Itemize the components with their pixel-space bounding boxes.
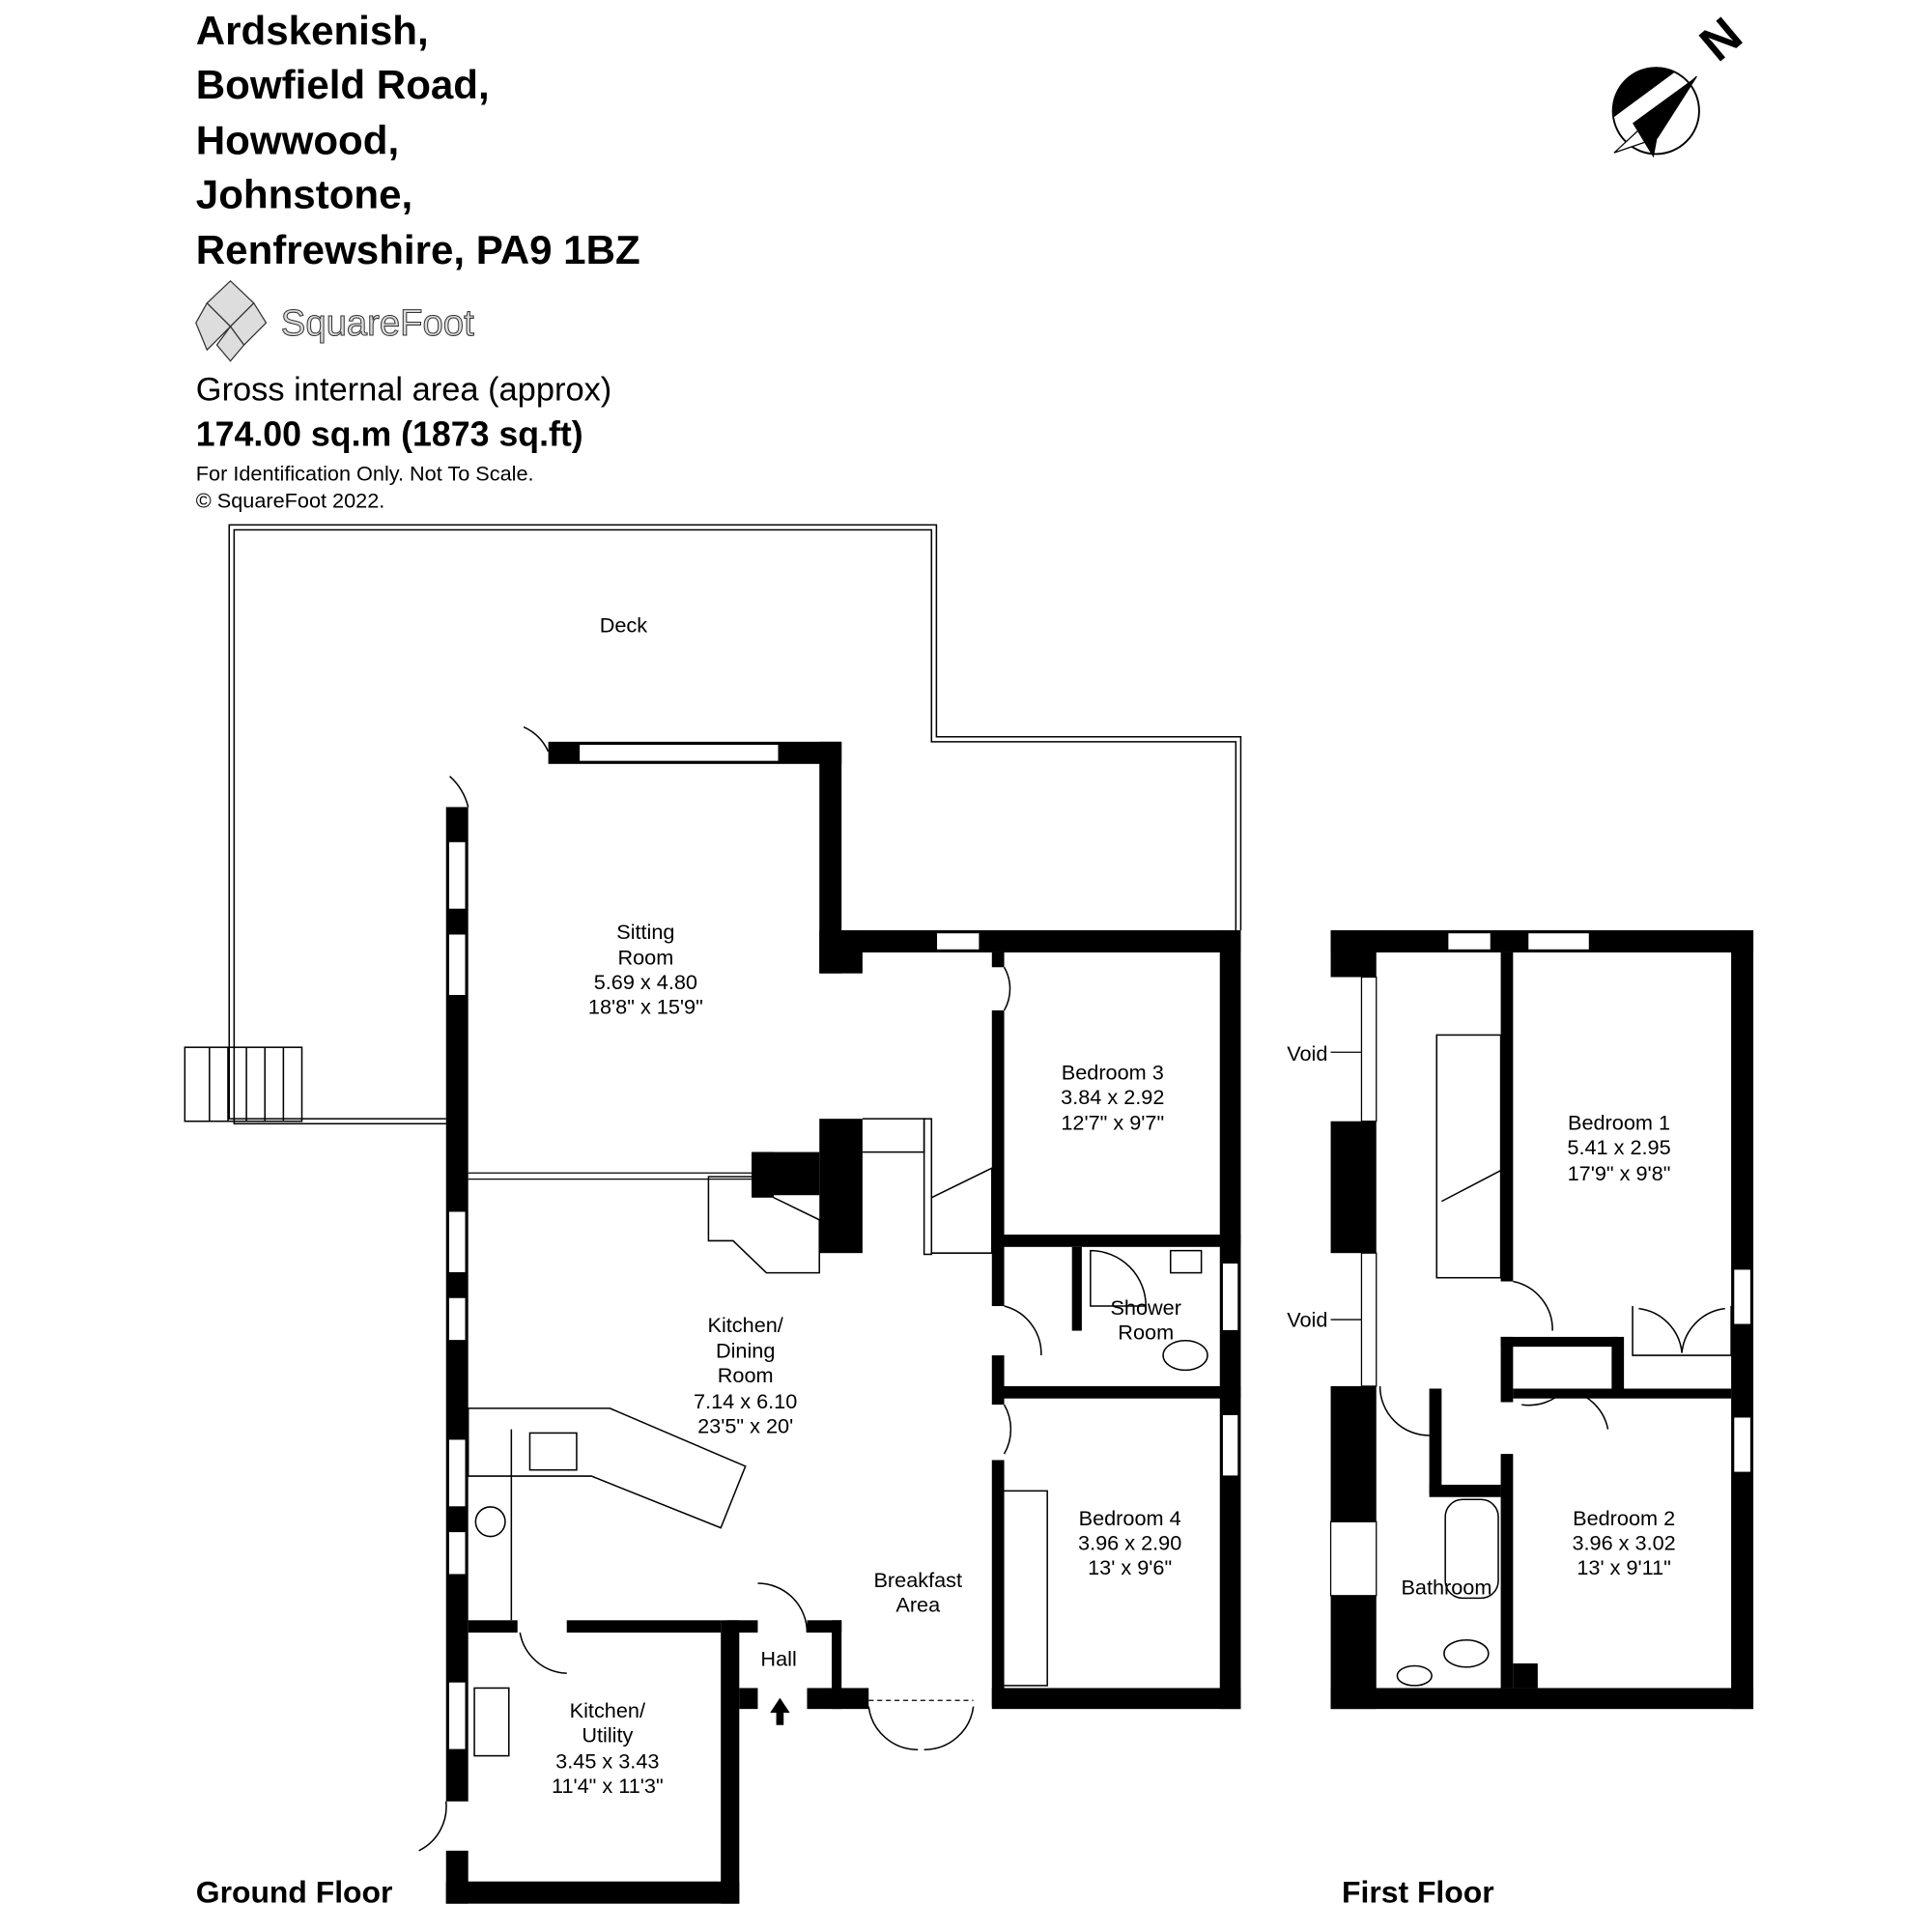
room-dimensions-metric: 3.96 x 2.90 [1078, 1531, 1181, 1555]
copyright: © SquareFoot 2022. [196, 489, 385, 513]
room-dimensions-metric: 3.84 x 2.92 [1061, 1085, 1164, 1109]
room-dimensions-imperial: 18'8" x 15'9" [588, 995, 703, 1019]
room-dimensions-metric: 3.96 x 3.02 [1572, 1531, 1675, 1555]
room-name: Room [617, 946, 673, 970]
room-name: Bathroom [1401, 1576, 1492, 1600]
room-name: Kitchen/ [570, 1698, 646, 1722]
room-name: Shower [1110, 1295, 1180, 1320]
room-name: Room [1118, 1320, 1174, 1344]
void-label: Void [1287, 1308, 1327, 1332]
squarefoot-logo: SquareFoot [195, 279, 475, 362]
room-deck: Deck [600, 612, 648, 637]
void-label: Void [1287, 1041, 1327, 1065]
area-value: 174.00 sq.m (1873 sq.ft) [196, 415, 583, 454]
room-dimensions-imperial: 13' x 9'11" [1577, 1555, 1671, 1579]
room-name: Bedroom 2 [1573, 1506, 1675, 1530]
room-name: Kitchen/ [708, 1313, 784, 1337]
room-name: Room [718, 1363, 774, 1387]
address-line: Bowfield Road, [196, 62, 490, 107]
room-dimensions-imperial: 17'9" x 9'8" [1568, 1161, 1671, 1185]
address-line: Howwood, [196, 117, 399, 162]
room-bathroom: Bathroom [1401, 1576, 1492, 1600]
room-dimensions-metric: 5.41 x 2.95 [1567, 1135, 1670, 1159]
address-block: Ardskenish, Bowfield Road, Howwood, John… [196, 8, 640, 272]
room-name: Bedroom 1 [1568, 1111, 1670, 1135]
room-name: Bedroom 3 [1062, 1060, 1164, 1084]
room-name: Area [895, 1592, 941, 1616]
deck [184, 524, 1242, 1125]
first-floor-walls [1329, 930, 1754, 1710]
room-name: Hall [760, 1646, 796, 1670]
room-name: Utility [582, 1723, 633, 1747]
area-label: Gross internal area (approx) [196, 372, 611, 409]
room-dimensions-metric: 3.45 x 3.43 [555, 1748, 659, 1773]
room-sitting-room: Sitting Room 5.69 x 4.80 18'8" x 15'9" [588, 920, 703, 1019]
address-line: Ardskenish, [196, 8, 429, 53]
room-dimensions-imperial: 11'4" x 11'3" [552, 1774, 664, 1798]
room-shower-room: Shower Room [1110, 1295, 1180, 1345]
address-line: Johnstone, [196, 172, 412, 217]
north-label: N [1690, 7, 1752, 71]
room-name: Sitting [616, 920, 674, 944]
room-dimensions-metric: 7.14 x 6.10 [694, 1389, 797, 1413]
room-kitchen-dining: Kitchen/ Dining Room 7.14 x 6.10 23'5" x… [694, 1313, 797, 1438]
room-dimensions-imperial: 12'7" x 9'7" [1061, 1111, 1164, 1135]
room-name: Dining [716, 1339, 775, 1363]
room-dimensions-metric: 5.69 x 4.80 [594, 970, 697, 994]
room-name: Deck [600, 612, 648, 637]
ground-floor-title: Ground Floor [196, 1874, 393, 1909]
disclaimer: For Identification Only. Not To Scale. [196, 461, 534, 485]
room-hall: Hall [760, 1646, 796, 1670]
north-arrow-icon: N [1611, 7, 1752, 158]
logo-text: SquareFoot [281, 302, 474, 344]
room-bedroom-2: Bedroom 2 3.96 x 3.02 13' x 9'11" [1572, 1506, 1675, 1579]
first-floor-title: First Floor [1342, 1874, 1494, 1909]
room-bedroom-4: Bedroom 4 3.96 x 2.90 13' x 9'6" [1078, 1506, 1181, 1579]
ground-floor-walls [418, 725, 1241, 1904]
room-dimensions-imperial: 23'5" x 20' [697, 1413, 793, 1437]
room-dimensions-imperial: 13' x 9'6" [1088, 1555, 1172, 1579]
room-name: Bedroom 4 [1079, 1506, 1181, 1530]
address-line: Renfrewshire, PA9 1BZ [196, 227, 640, 272]
room-breakfast-area: Breakfast Area [873, 1568, 962, 1617]
room-kitchen-utility: Kitchen/ Utility 3.45 x 3.43 11'4" x 11'… [552, 1698, 664, 1798]
room-bedroom-3: Bedroom 3 3.84 x 2.92 12'7" x 9'7" [1061, 1060, 1164, 1134]
room-name: Breakfast [873, 1568, 962, 1592]
room-bedroom-1: Bedroom 1 5.41 x 2.95 17'9" x 9'8" [1567, 1111, 1670, 1185]
